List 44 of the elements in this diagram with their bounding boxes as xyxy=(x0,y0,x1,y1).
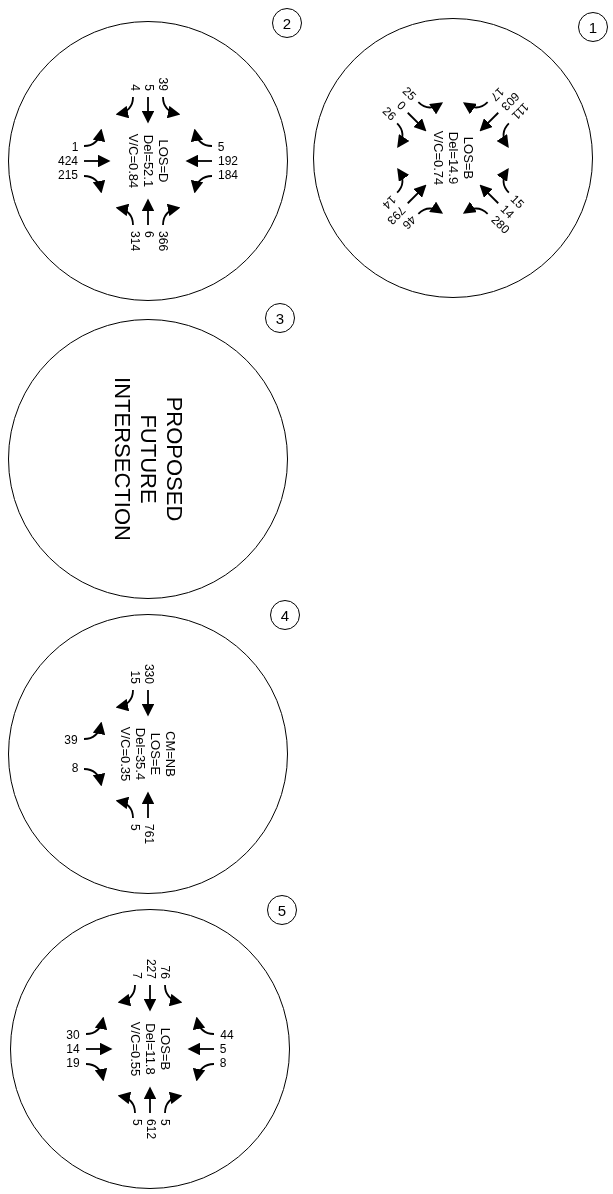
traffic-volume: 424 xyxy=(57,154,78,168)
traffic-volume: 19 xyxy=(66,1056,80,1070)
traffic-volume: 4 xyxy=(127,84,141,91)
intersection-stat: LOS=E xyxy=(148,731,163,778)
intersection-stat: Del=14.9 xyxy=(445,130,461,186)
traffic-volume: 192 xyxy=(218,154,239,168)
intersection-stat: Del=35.4 xyxy=(133,726,148,782)
intersection-stat: V/C=0.35 xyxy=(118,726,133,782)
traffic-volume: 5 xyxy=(127,824,141,831)
intersection-stat: Del=11.8 xyxy=(142,1022,158,1077)
traffic-volume: 215 xyxy=(57,168,78,182)
traffic-volume: 1 xyxy=(71,140,78,154)
traffic-volume: 5 xyxy=(218,140,225,154)
traffic-volume: 184 xyxy=(218,168,239,182)
traffic-volume: 5 xyxy=(220,1042,227,1056)
intersection-stat: V/C=0.74 xyxy=(430,130,446,186)
intersection-stat: LOS=D xyxy=(155,138,171,185)
traffic-volume: 5 xyxy=(129,1119,143,1126)
intersection-stat: CM=NB xyxy=(163,730,178,779)
intersection-note: PROPOSED FUTURE INTERSECTION xyxy=(109,376,187,543)
traffic-volume: 314 xyxy=(127,231,141,252)
intersection-stat: Del=52.1 xyxy=(140,133,156,189)
intersection-stat: V/C=0.84 xyxy=(125,133,141,189)
traffic-volume: 39 xyxy=(64,733,78,747)
traffic-volume: 14 xyxy=(66,1042,80,1056)
traffic-volume: 6 xyxy=(141,231,155,238)
traffic-volume: 44 xyxy=(220,1028,234,1042)
traffic-volume: 39 xyxy=(155,77,169,91)
traffic-volume: 330 xyxy=(141,663,155,684)
traffic-volume: 30 xyxy=(66,1028,80,1042)
intersection-stat: V/C=0.55 xyxy=(127,1021,143,1077)
traffic-volume: 366 xyxy=(155,231,169,252)
traffic-volume: 612 xyxy=(143,1119,157,1140)
traffic-volume: 5 xyxy=(141,84,155,91)
traffic-volume: 8 xyxy=(220,1056,227,1070)
traffic-volume: 227 xyxy=(143,958,157,979)
traffic-volume: 5 xyxy=(157,1119,171,1126)
traffic-volume: 7 xyxy=(129,972,143,979)
traffic-volume: 8 xyxy=(71,761,78,775)
intersection-stat: LOS=B xyxy=(157,1026,173,1073)
traffic-volume: 15 xyxy=(127,670,141,684)
traffic-volume: 761 xyxy=(141,824,155,845)
traffic-volume: 76 xyxy=(157,965,171,979)
intersection-stat: LOS=B xyxy=(460,135,476,182)
